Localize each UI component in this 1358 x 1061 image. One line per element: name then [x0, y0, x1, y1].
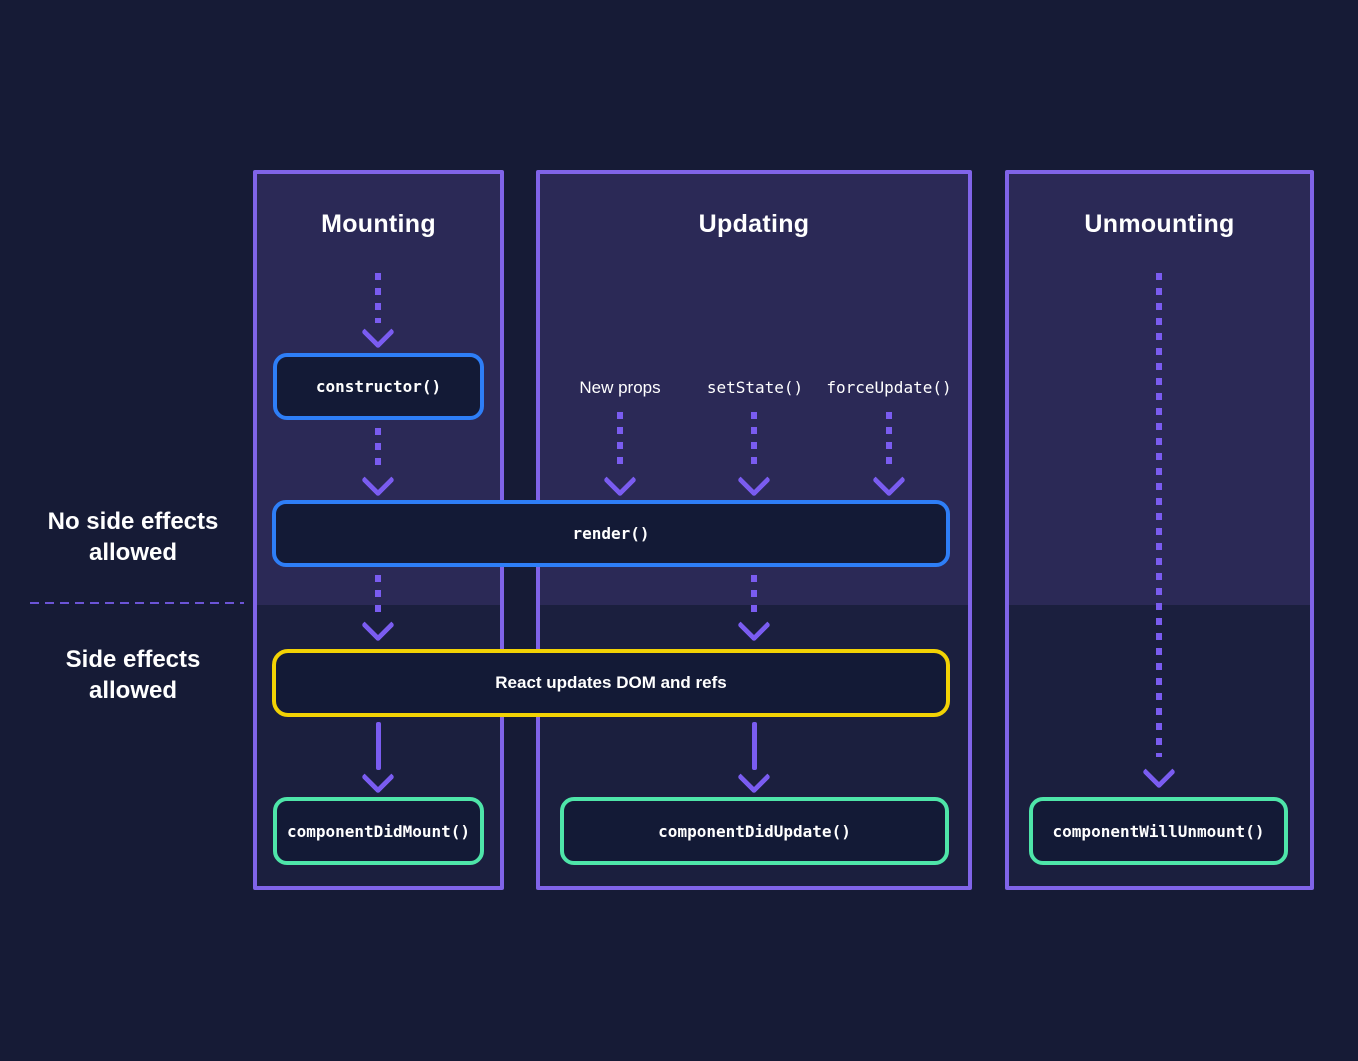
new-props-label: New props — [579, 378, 661, 397]
render-box: render() — [272, 500, 950, 567]
side-effects-label: Side effects allowed — [18, 644, 248, 706]
render-box-label: render() — [572, 524, 650, 543]
render-to-commit-right-dashed-line — [751, 575, 757, 615]
no-side-effects-line2: allowed — [88, 539, 178, 566]
constructor-box-label: constructor() — [315, 377, 442, 396]
component-did-mount-box: componentDidMount() — [273, 797, 484, 865]
react-updates-dom-label: React updates DOM and refs — [495, 673, 727, 692]
unmounting-title: Unmounting — [1084, 210, 1235, 238]
forceupdate-dashed-line — [886, 412, 892, 468]
component-did-update-box: componentDidUpdate() — [560, 797, 949, 865]
side-effects-line1: Side effects — [65, 646, 201, 673]
setstate-label: setState() — [706, 378, 804, 397]
updating-title: Updating — [698, 210, 810, 238]
component-did-mount-label: componentDidMount() — [286, 821, 471, 841]
mount-start-dashed-arrow-line — [375, 273, 381, 323]
constructor-to-render-dashed-line — [375, 428, 381, 472]
component-did-update-label: componentDidUpdate() — [658, 821, 851, 841]
zone-divider-dashed-line — [30, 602, 244, 604]
new-props-dashed-line — [617, 412, 623, 468]
commit-to-didupdate-solid-line — [752, 722, 757, 770]
mounting-title: Mounting — [321, 210, 436, 238]
side-effects-line2: allowed — [88, 677, 178, 704]
commit-to-didmount-solid-line — [376, 722, 381, 770]
no-side-effects-line1: No side effects — [47, 508, 219, 535]
forceupdate-label: forceUpdate() — [826, 378, 952, 397]
component-will-unmount-box: componentWillUnmount() — [1029, 797, 1288, 865]
unmount-dashed-line — [1156, 273, 1162, 757]
no-side-effects-label: No side effects allowed — [18, 506, 248, 568]
setstate-dashed-line — [751, 412, 757, 468]
component-will-unmount-label: componentWillUnmount() — [1052, 821, 1265, 841]
render-to-commit-left-dashed-line — [375, 575, 381, 615]
constructor-box: constructor() — [273, 353, 484, 420]
react-updates-dom-box: React updates DOM and refs — [272, 649, 950, 717]
